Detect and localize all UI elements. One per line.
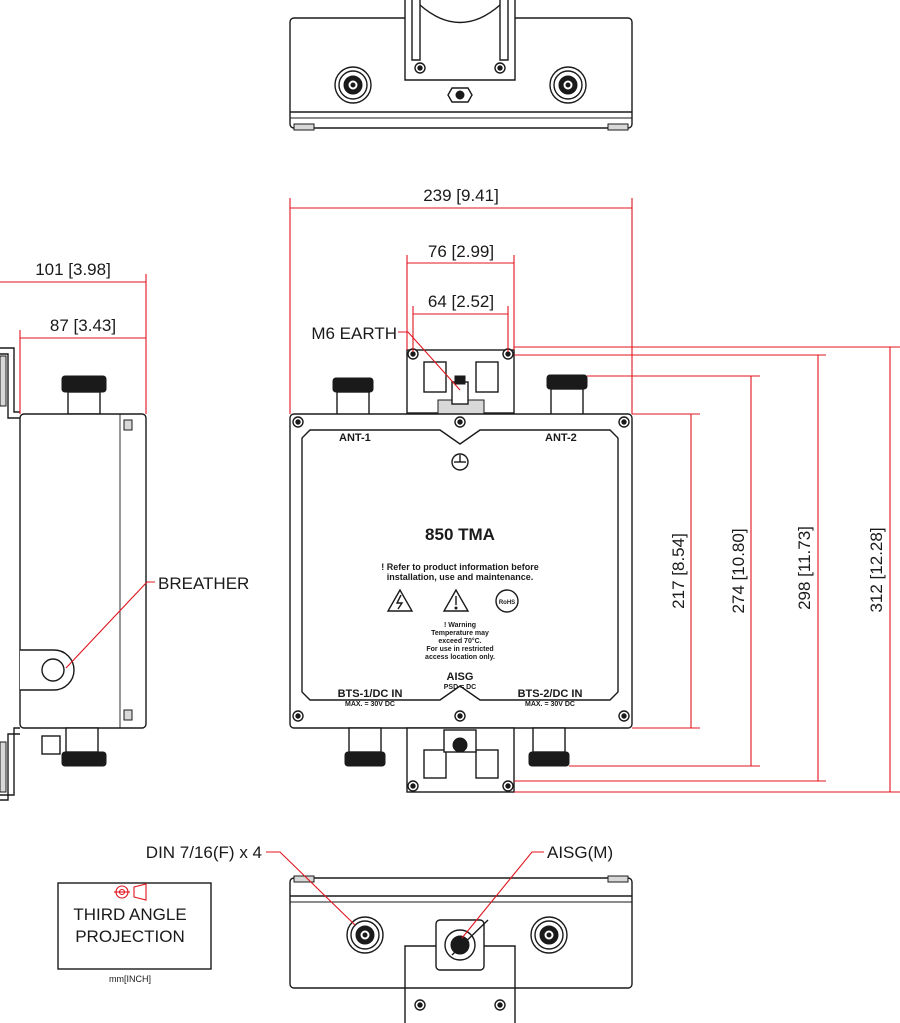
dimension-lines [0,198,900,793]
product-name: 850 TMA [425,525,495,544]
callout-leaders [65,331,544,939]
projection-box [57,882,212,970]
front-view [289,348,633,793]
label-aisg-sub: PSD = DC [444,684,476,691]
dim-height-overall: 312 [12.28] [867,527,886,612]
warning-line4: For use in restricted [426,646,493,653]
projection-line2: PROJECTION [75,927,185,946]
bottom-view [289,875,633,1023]
warning-line2: Temperature may [431,630,489,637]
callout-aisg: AISG(M) [547,843,613,862]
dim-height-bracket-holes: 298 [11.73] [795,526,814,610]
label-bts1-sub: MAX. = 30V DC [345,701,395,708]
warning-line1: ! Warning [444,622,476,629]
dim-height-connectors: 274 [10.80] [729,528,748,613]
dim-side-depth-total: 101 [3.98] [35,260,111,279]
caution-icon [442,588,470,612]
ground-symbol-icon [451,453,469,471]
breather-port-icon [41,658,65,682]
label-bts2: BTS-2/DC IN [518,688,583,700]
top-view [289,0,633,131]
projection-line1: THIRD ANGLE [73,905,186,924]
label-bts1: BTS-1/DC IN [338,688,403,700]
dim-height-body: 217 [8.54] [669,533,688,609]
label-ant1: ANT-1 [339,432,371,444]
dim-side-depth-body: 87 [3.43] [50,316,116,335]
dim-overall-width: 239 [9.41] [423,186,499,205]
callout-breather: BREATHER [158,574,249,593]
rohs-icon [495,589,519,613]
notice-line1: ! Refer to product information before [381,562,539,572]
label-bts2-sub: MAX. = 30V DC [525,701,575,708]
label-aisg: AISG [447,671,474,683]
warning-line5: access location only. [425,654,495,661]
callout-din: DIN 7/16(F) x 4 [146,843,262,862]
third-angle-projection-icon [114,883,147,901]
dim-bracket-width: 76 [2.99] [428,242,494,261]
electrical-hazard-icon [386,588,414,612]
callout-earth: M6 EARTH [311,324,397,343]
side-view [0,347,147,801]
notice-line2: installation, use and maintenance. [387,572,534,582]
dim-bracket-hole-spacing: 64 [2.52] [428,292,494,311]
rohs-text: RoHS [499,600,515,606]
warning-line3: exceed 70°C. [438,637,481,645]
units-note: mm[INCH] [109,974,151,984]
label-ant2: ANT-2 [545,432,577,444]
